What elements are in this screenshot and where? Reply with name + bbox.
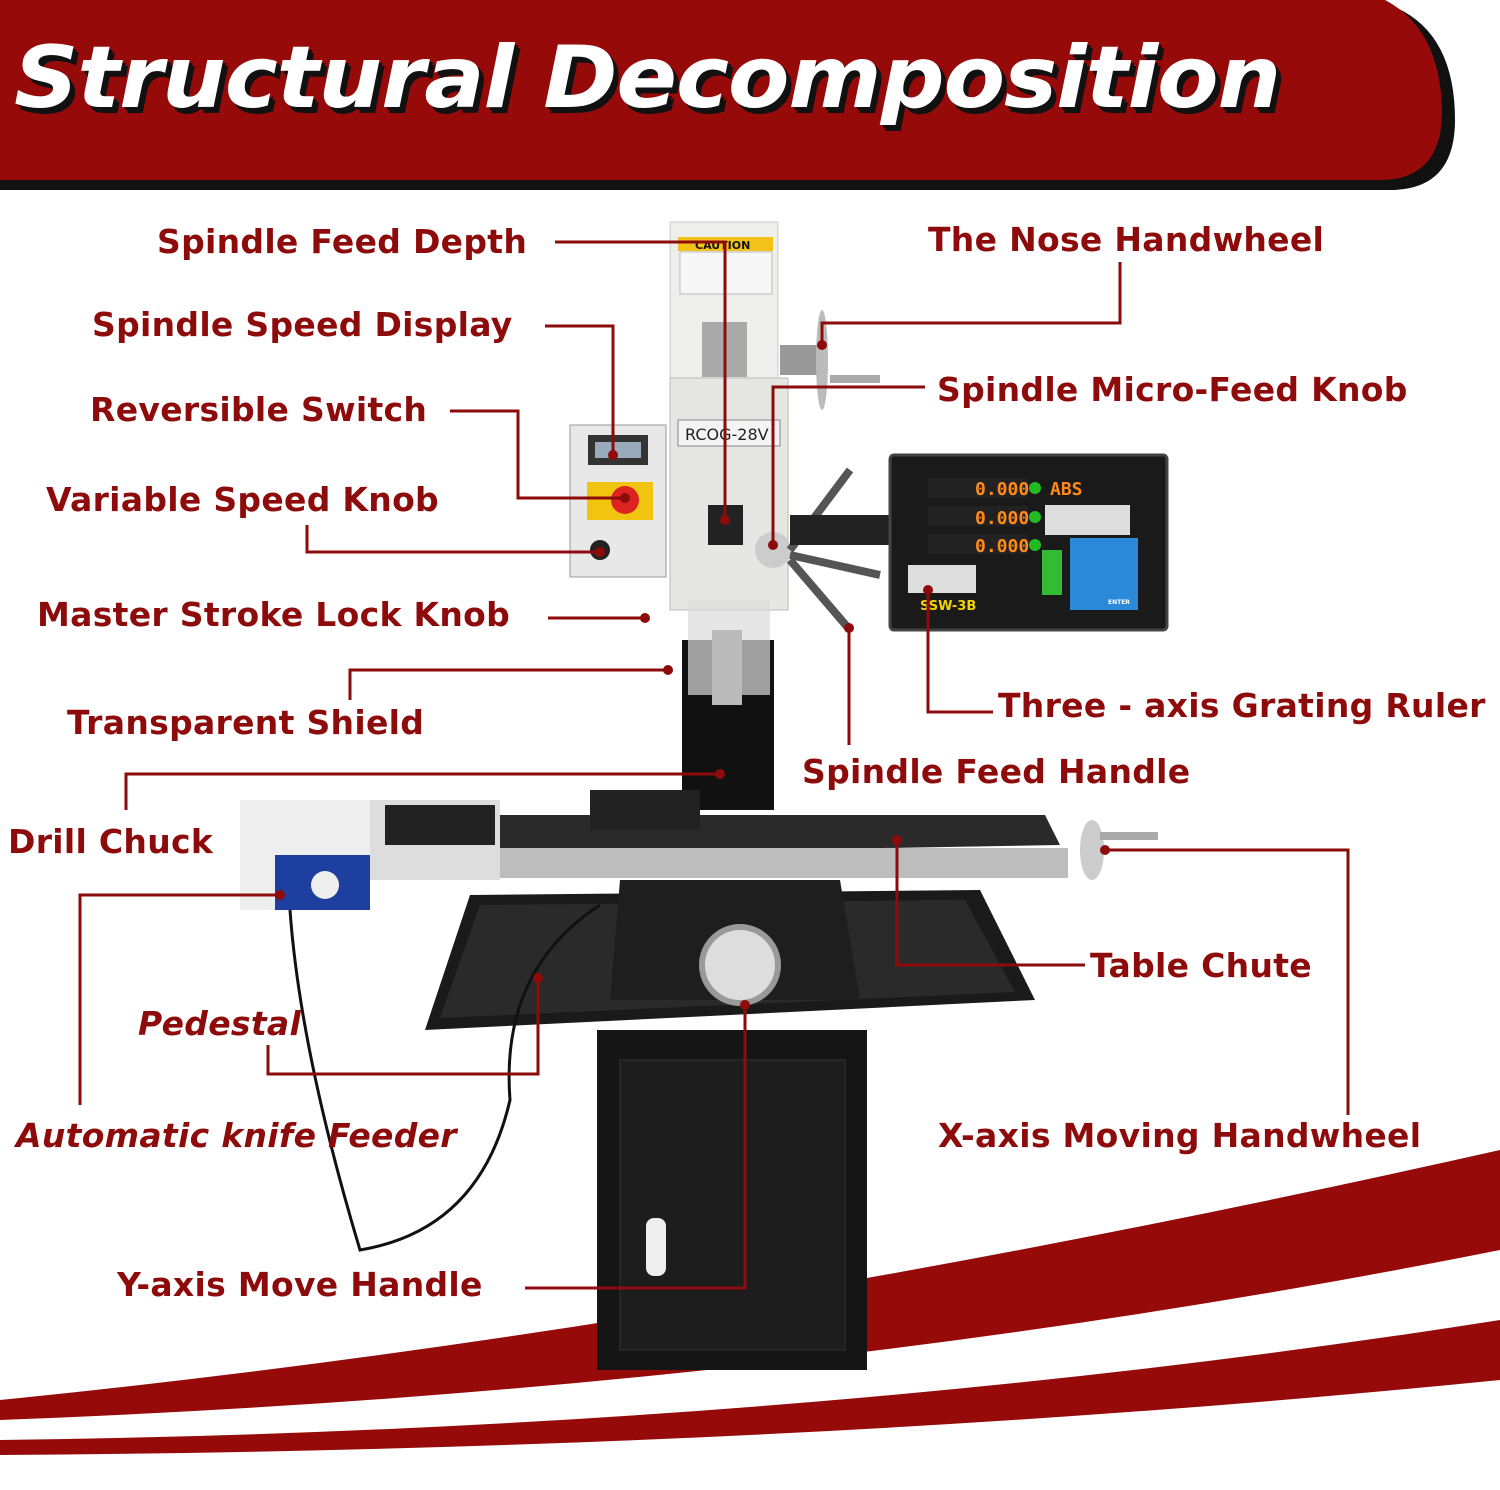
label-spindle-micro-feed-knob: Spindle Micro-Feed Knob bbox=[937, 370, 1408, 409]
leader-nose-handwheel bbox=[820, 262, 1122, 345]
leader-auto-feeder bbox=[78, 893, 280, 1105]
dro-keypad bbox=[1070, 538, 1138, 610]
label-variable-speed-knob: Variable Speed Knob bbox=[46, 480, 439, 519]
page-title: Structural Decomposition bbox=[14, 28, 1281, 128]
svg-text:ENTER: ENTER bbox=[1108, 599, 1130, 606]
leader-drill-chuck bbox=[124, 772, 720, 810]
label-three-axis-grating-ruler: Three - axis Grating Ruler bbox=[998, 686, 1486, 725]
leader-transparent-shield bbox=[348, 668, 668, 700]
leader-x-axis-handwheel bbox=[1105, 848, 1350, 1115]
three-axis-dro-display: 0.000 0.000 0.000 ABS ENTER SSW-3B bbox=[888, 453, 1169, 632]
leader-variable-speed-knob bbox=[305, 525, 600, 554]
y-axis-handwheel bbox=[699, 924, 781, 1006]
x-axis-handwheel bbox=[1080, 820, 1104, 880]
label-automatic-knife-feeder: Automatic knife Feeder bbox=[16, 1116, 457, 1155]
label-spindle-feed-depth: Spindle Feed Depth bbox=[157, 222, 528, 261]
label-y-axis-move-handle: Y-axis Move Handle bbox=[117, 1265, 483, 1304]
dro-x-value: 0.000 bbox=[975, 479, 1029, 500]
cabinet-handle bbox=[646, 1218, 666, 1276]
leader-y-axis-handle bbox=[525, 1005, 747, 1290]
leader-grating-ruler bbox=[926, 590, 993, 714]
label-drill-chuck: Drill Chuck bbox=[8, 822, 214, 861]
label-x-axis-moving-handwheel: X-axis Moving Handwheel bbox=[938, 1116, 1422, 1155]
label-table-chute: Table Chute bbox=[1090, 946, 1312, 985]
model-text: RCOG-28V bbox=[685, 425, 769, 444]
label-master-stroke-lock-knob: Master Stroke Lock Knob bbox=[37, 595, 511, 634]
title-banner bbox=[0, 0, 1455, 190]
leader-pedestal bbox=[266, 978, 540, 1076]
label-transparent-shield: Transparent Shield bbox=[67, 703, 425, 742]
leader-spindle-feed-depth bbox=[555, 240, 727, 520]
leader-micro-feed-knob bbox=[771, 385, 925, 545]
label-spindle-speed-display: Spindle Speed Display bbox=[92, 305, 513, 344]
dro-y-value: 0.000 bbox=[975, 508, 1029, 529]
label-nose-handwheel: The Nose Handwheel bbox=[928, 220, 1325, 259]
leader-spindle-speed-display bbox=[545, 324, 615, 455]
dro-z-value: 0.000 bbox=[975, 536, 1029, 557]
leader-table-chute bbox=[895, 840, 1085, 967]
dro-model: SSW-3B bbox=[920, 599, 976, 614]
label-reversible-switch: Reversible Switch bbox=[90, 390, 428, 429]
label-pedestal: Pedestal bbox=[138, 1004, 302, 1043]
label-spindle-feed-handle: Spindle Feed Handle bbox=[802, 752, 1191, 791]
leader-reversible-switch bbox=[450, 409, 625, 500]
dro-mode: ABS bbox=[1050, 479, 1083, 500]
